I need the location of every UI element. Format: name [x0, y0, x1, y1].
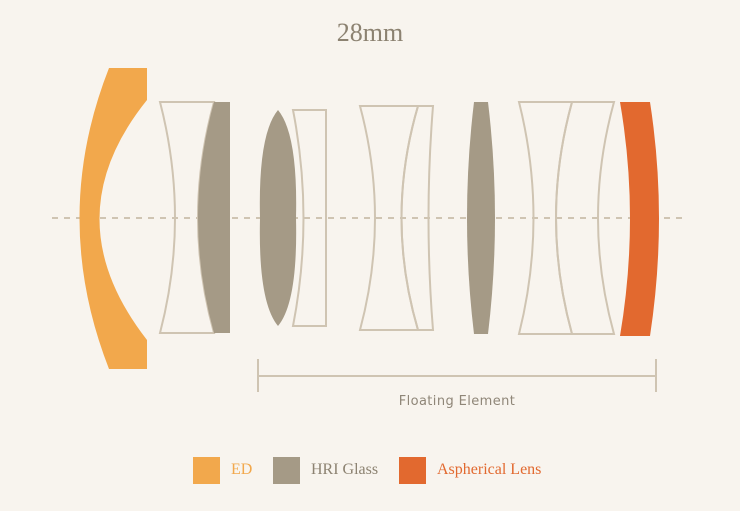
legend-hri-glass: HRI Glass: [273, 456, 378, 484]
lens-element-1-ed: [79, 68, 147, 369]
legend-hri-swatch: [273, 456, 300, 484]
lens-element-3-hri: [198, 102, 230, 333]
lens-element-7-outline: [400, 105, 435, 331]
floating-element-bracket: [257, 359, 657, 392]
legend-aspherical-label: Aspherical Lens: [437, 461, 542, 478]
floating-element-label: Floating Element: [398, 394, 516, 409]
lens-element-5-hri: [259, 110, 297, 326]
lens-element-10-outline: [555, 101, 616, 335]
lens-element-11-aspherical: [620, 102, 659, 336]
diagram-title: 28mm: [336, 18, 404, 47]
legend-ed-label: ED: [231, 461, 253, 478]
legend-aspherical: Aspherical Lens: [399, 456, 541, 484]
legend-aspherical-swatch: [399, 456, 426, 484]
legend-ed-swatch: [193, 456, 220, 484]
lens-element-8-hri: [467, 102, 495, 334]
legend-ed: ED: [193, 456, 252, 484]
legend-hri-label: HRI Glass: [311, 461, 379, 478]
lens-element-4-outline: [291, 109, 327, 327]
